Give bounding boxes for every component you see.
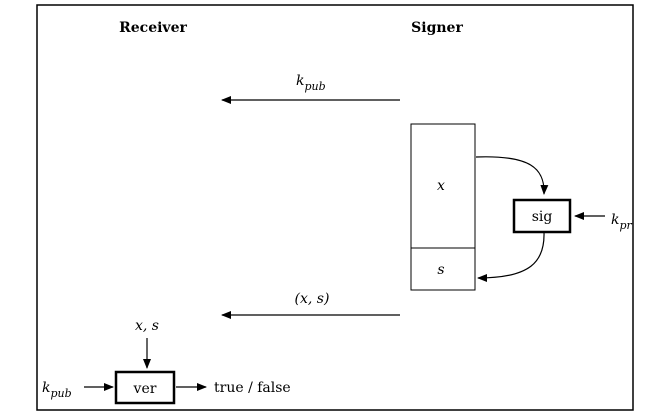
sig-box-label: sig xyxy=(532,209,553,225)
diagram-frame xyxy=(36,4,634,411)
signed-pair-label: (x, s) xyxy=(295,291,330,307)
message-to-sig-arrow xyxy=(475,156,549,195)
signature-cell xyxy=(410,247,476,291)
ver-output-label: true / false xyxy=(214,380,291,396)
public-key-label: kpub xyxy=(296,73,326,93)
message-cell xyxy=(410,123,476,249)
receiver-public-key-label: kpub xyxy=(42,380,72,400)
ver-box xyxy=(114,370,176,405)
signer-header: Signer xyxy=(411,20,463,36)
sig-to-signature-arrow xyxy=(477,231,545,282)
ver-inputs-label: x, s xyxy=(135,318,159,334)
signature-cell-label: s xyxy=(437,262,444,278)
message-cell-label: x xyxy=(437,178,445,194)
ver-box-label: ver xyxy=(133,381,157,397)
sig-box xyxy=(512,198,572,234)
private-key-label: kpr xyxy=(611,212,633,232)
receiver-header: Receiver xyxy=(119,20,187,36)
